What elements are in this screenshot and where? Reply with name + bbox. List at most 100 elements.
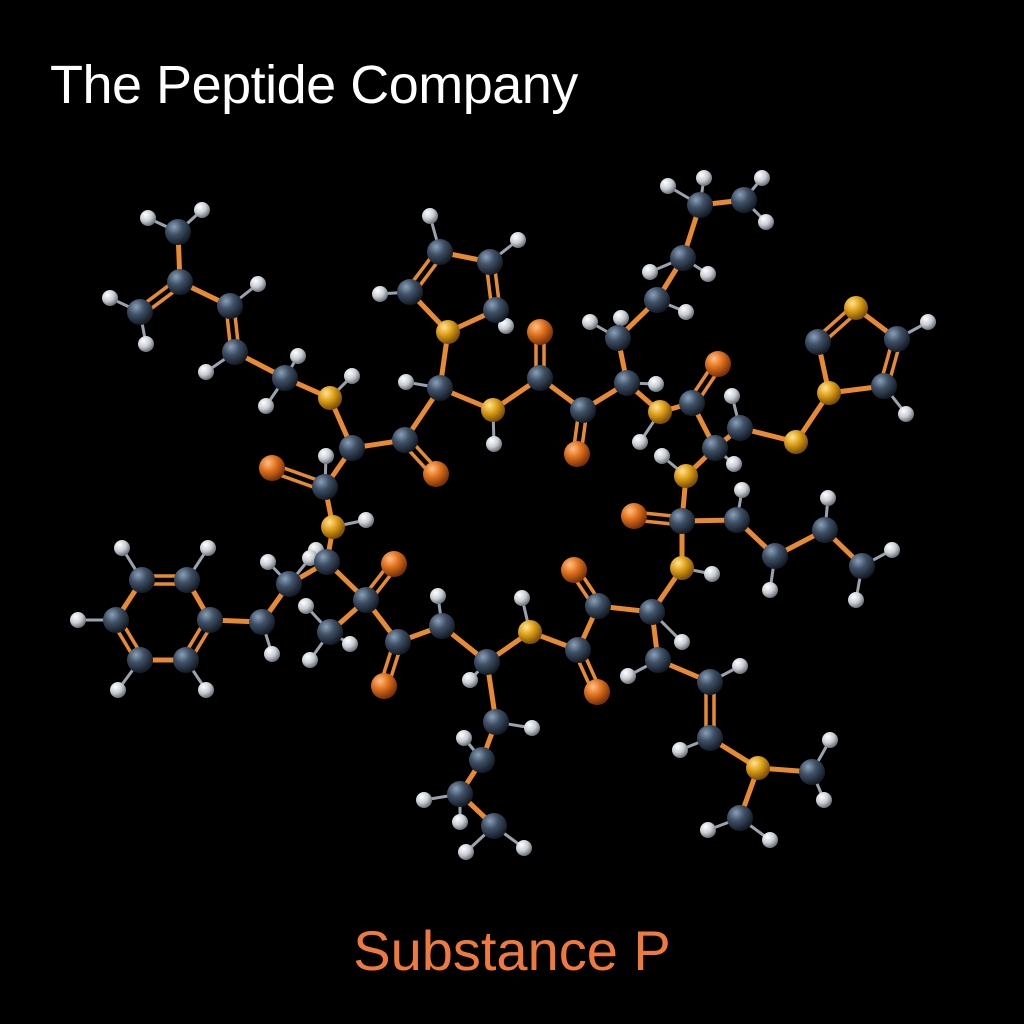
carbon-atom bbox=[483, 709, 509, 735]
hydrogen-atom bbox=[290, 348, 306, 364]
hydrogen-atom bbox=[344, 368, 360, 384]
hydrogen-atom bbox=[898, 406, 914, 422]
carbon-atom bbox=[217, 293, 243, 319]
nitrogen-atom bbox=[746, 756, 770, 780]
bond-layer bbox=[76, 176, 930, 854]
hydrogen-atom bbox=[848, 592, 864, 608]
oxygen-atom bbox=[371, 673, 397, 699]
hydrogen-atom bbox=[700, 266, 716, 282]
hydrogen-atom bbox=[70, 612, 86, 628]
oxygen-atom bbox=[527, 319, 553, 345]
nitrogen-atom bbox=[817, 381, 841, 405]
hydrogen-atom bbox=[920, 314, 936, 330]
nitrogen-atom bbox=[674, 464, 698, 488]
carbon-atom bbox=[669, 508, 695, 534]
carbon-atom bbox=[167, 269, 193, 295]
hydrogen-atom bbox=[298, 598, 314, 614]
carbon-atom bbox=[392, 427, 418, 453]
hydrogen-atom bbox=[582, 314, 598, 330]
hydrogen-atom bbox=[398, 374, 414, 390]
hydrogen-atom bbox=[416, 792, 432, 808]
hydrogen-atom bbox=[198, 682, 214, 698]
hydrogen-atom bbox=[510, 232, 526, 248]
hydrogen-atom bbox=[358, 512, 374, 528]
hydrogen-atom bbox=[498, 318, 514, 334]
oxygen-atom bbox=[381, 551, 407, 577]
hydrogen-atom bbox=[342, 636, 358, 652]
carbon-atom bbox=[884, 326, 910, 352]
nitrogen-atom bbox=[318, 386, 342, 410]
carbon-atom bbox=[103, 607, 129, 633]
carbon-atom bbox=[272, 365, 298, 391]
hydrogen-atom bbox=[138, 336, 154, 352]
carbon-atom bbox=[644, 287, 670, 313]
carbon-atom bbox=[570, 397, 596, 423]
hydrogen-atom bbox=[318, 448, 334, 464]
nitrogen-atom bbox=[844, 296, 868, 320]
carbon-atom bbox=[127, 647, 153, 673]
carbon-atom bbox=[174, 567, 200, 593]
carbon-atom bbox=[447, 781, 473, 807]
carbon-atom bbox=[397, 279, 423, 305]
hydrogen-atom bbox=[456, 730, 472, 746]
nitrogen-atom bbox=[670, 556, 694, 580]
carbon-atom bbox=[312, 474, 338, 500]
hydrogen-atom bbox=[200, 540, 216, 556]
carbon-atom bbox=[197, 607, 223, 633]
carbon-atom bbox=[697, 669, 723, 695]
carbon-atom bbox=[605, 325, 631, 351]
carbon-atom bbox=[339, 435, 365, 461]
hydrogen-atom bbox=[678, 304, 694, 320]
carbon-atom bbox=[687, 192, 713, 218]
hydrogen-atom bbox=[704, 566, 720, 582]
carbon-atom bbox=[812, 517, 838, 543]
carbon-atom bbox=[474, 649, 500, 675]
carbon-atom bbox=[731, 187, 757, 213]
nitrogen-atom bbox=[436, 320, 460, 344]
carbon-atom bbox=[697, 725, 723, 751]
carbon-atom bbox=[314, 549, 340, 575]
carbon-atom bbox=[527, 365, 553, 391]
hydrogen-atom bbox=[820, 490, 836, 506]
carbon-atom bbox=[429, 613, 455, 639]
hydrogen-atom bbox=[264, 646, 280, 662]
hydrogen-atom bbox=[674, 634, 690, 650]
carbon-atom bbox=[645, 647, 671, 673]
carbon-atom bbox=[469, 747, 495, 773]
carbon-atom bbox=[849, 553, 875, 579]
hydrogen-atom bbox=[430, 588, 446, 604]
nitrogen-atom bbox=[784, 430, 808, 454]
hydrogen-atom bbox=[462, 672, 478, 688]
hydrogen-atom bbox=[140, 210, 156, 226]
carbon-atom bbox=[639, 599, 665, 625]
hydrogen-atom bbox=[260, 554, 276, 570]
hydrogen-atom bbox=[194, 202, 210, 218]
hydrogen-atom bbox=[654, 448, 670, 464]
carbon-atom bbox=[727, 415, 753, 441]
hydrogen-atom bbox=[696, 170, 712, 186]
nitrogen-atom bbox=[321, 515, 345, 539]
carbon-atom bbox=[127, 299, 153, 325]
molecule-name-caption: Substance P bbox=[353, 919, 671, 982]
hydrogen-atom bbox=[110, 682, 126, 698]
carbon-atom bbox=[427, 375, 453, 401]
hydrogen-atom bbox=[642, 264, 658, 280]
carbon-atom bbox=[614, 370, 640, 396]
oxygen-atom bbox=[564, 441, 590, 467]
hydrogen-atom bbox=[726, 456, 742, 472]
carbon-atom bbox=[385, 629, 411, 655]
oxygen-atom bbox=[561, 557, 587, 583]
hydrogen-atom bbox=[372, 286, 388, 302]
hydrogen-atom bbox=[514, 590, 530, 606]
nitrogen-atom bbox=[648, 400, 672, 424]
oxygen-atom bbox=[584, 679, 610, 705]
hydrogen-atom bbox=[114, 540, 130, 556]
carbon-atom bbox=[871, 373, 897, 399]
nitrogen-atom bbox=[518, 620, 542, 644]
carbon-atom bbox=[670, 245, 696, 271]
carbon-atom bbox=[165, 219, 191, 245]
hydrogen-atom bbox=[754, 170, 770, 186]
hydrogen-atom bbox=[884, 542, 900, 558]
